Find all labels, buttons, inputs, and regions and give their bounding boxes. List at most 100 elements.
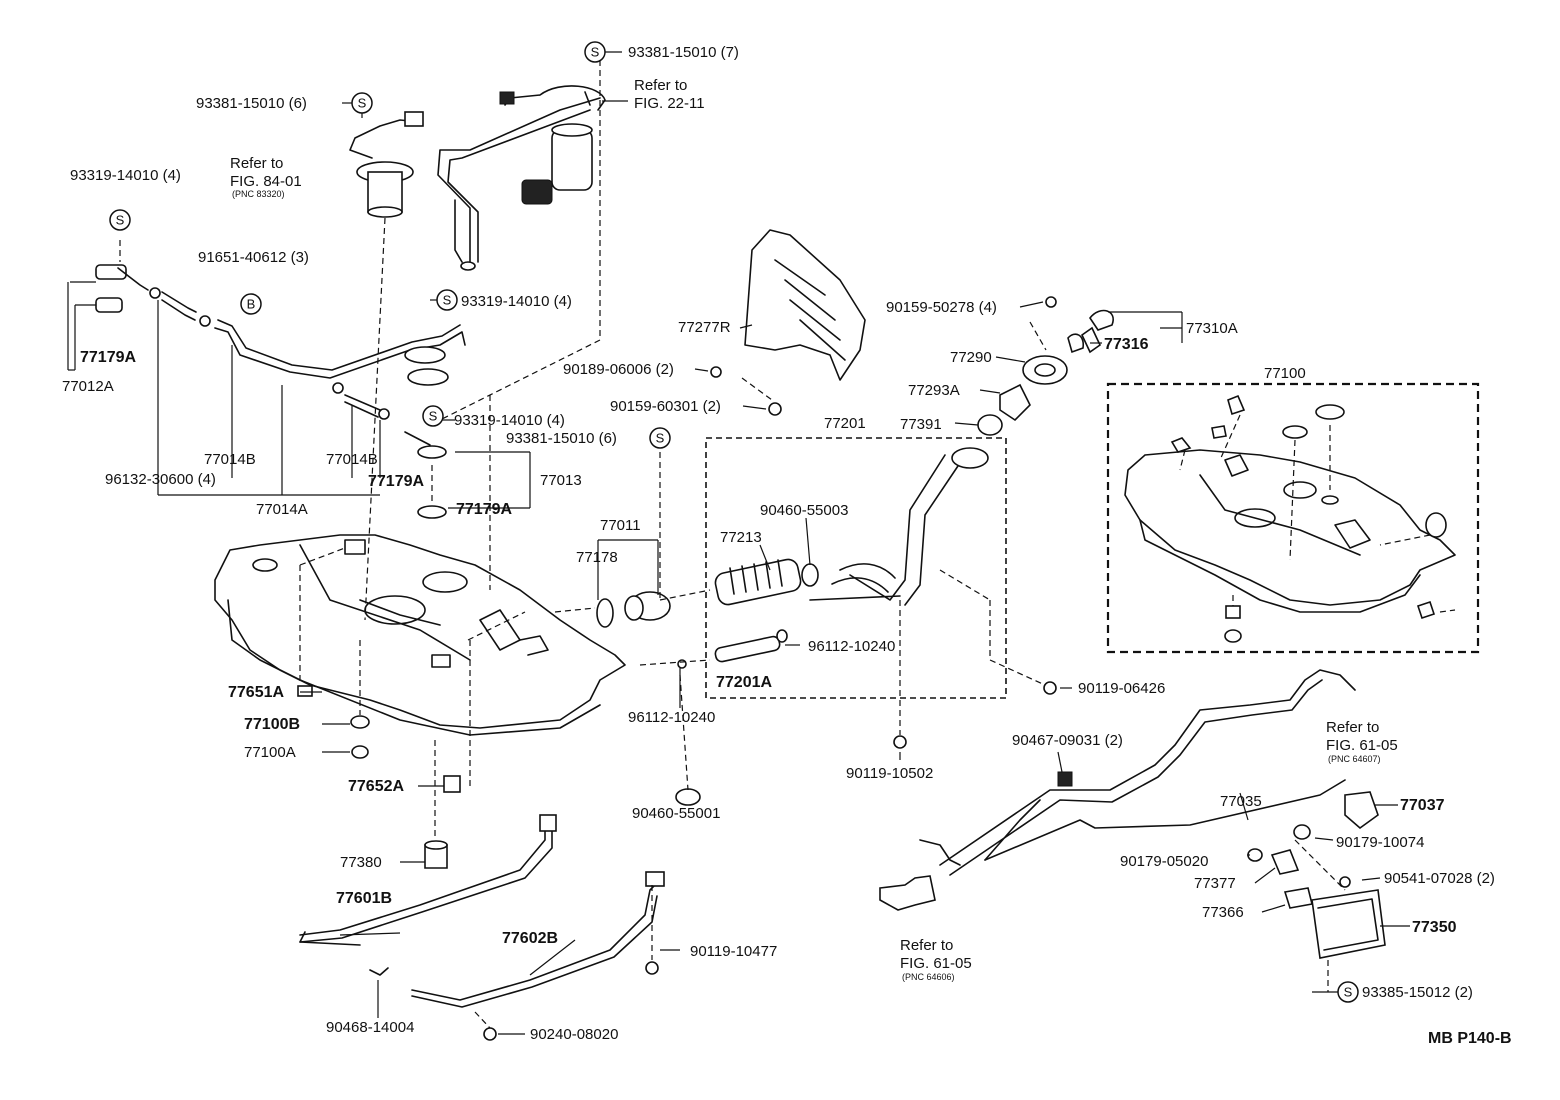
label-90179-05020: 90179-05020 xyxy=(1120,853,1208,870)
s-symbol-icon xyxy=(351,92,373,114)
label-90159-50278: 90159-50278 (4) xyxy=(886,299,997,316)
label-77277R: 77277R xyxy=(678,319,731,336)
part-labels: 93381-15010 (7) Refer to FIG. 22-11 9338… xyxy=(62,44,1512,1047)
label-90119-10477: 90119-10477 xyxy=(690,943,777,960)
refer-fig-84-01-pnc: (PNC 83320) xyxy=(232,189,285,199)
label-77100B: 77100B xyxy=(244,716,300,733)
label-90541-07028: 90541-07028 (2) xyxy=(1384,870,1495,887)
label-93385-15012: 93385-15012 (2) xyxy=(1362,984,1473,1001)
label-77652A: 77652A xyxy=(348,778,404,795)
label-77290: 77290 xyxy=(950,349,992,366)
filler-pipe-assembly xyxy=(714,447,989,663)
label-77201A: 77201A xyxy=(716,674,772,691)
label-93381-15010-7: 93381-15010 (7) xyxy=(628,44,739,61)
b-symbol-icon xyxy=(240,293,262,315)
refer-fig-61-05-line2: FIG. 61-05 xyxy=(1326,737,1398,754)
label-90179-10074: 90179-10074 xyxy=(1336,834,1424,851)
label-90240-08020: 90240-08020 xyxy=(530,1026,618,1043)
label-77350: 77350 xyxy=(1412,919,1457,936)
label-77011: 77011 xyxy=(600,517,641,534)
fuel-pump-assembly xyxy=(437,85,606,271)
label-77601B: 77601B xyxy=(336,890,392,907)
label-77013: 77013 xyxy=(540,472,582,489)
label-90159-60301: 90159-60301 (2) xyxy=(610,398,721,415)
label-77014A: 77014A xyxy=(256,501,308,518)
fuel-tank-main xyxy=(214,534,626,736)
label-90460-55003: 90460-55003 xyxy=(760,502,848,519)
s-symbol-icon xyxy=(422,405,444,427)
fuel-tank-bands xyxy=(299,814,665,1008)
label-90468-14004: 90468-14004 xyxy=(326,1019,414,1036)
label-90119-10502: 90119-10502 xyxy=(846,765,933,782)
label-93381-15010-6-low: 93381-15010 (6) xyxy=(506,430,617,447)
label-77602B: 77602B xyxy=(502,930,558,947)
s-symbol-letter: S xyxy=(443,293,452,308)
refer-fig-61-05b-line1: Refer to xyxy=(900,937,953,954)
label-77100A: 77100A xyxy=(244,744,296,761)
refer-fig-22-11-line2: FIG. 22-11 xyxy=(634,95,705,112)
s-symbol-icon xyxy=(584,41,606,63)
fasteners xyxy=(297,296,1057,1041)
label-90189-06006: 90189-06006 (2) xyxy=(563,361,674,378)
label-77213: 77213 xyxy=(720,529,762,546)
refer-fig-61-05-line1: Refer to xyxy=(1326,719,1379,736)
label-93319-14010-low: 93319-14010 (4) xyxy=(454,412,565,429)
symbol-markers: S S S B S S S S xyxy=(109,41,1359,1003)
label-90460-55001: 90460-55001 xyxy=(632,805,720,822)
refer-fig-84-01-line1: Refer to xyxy=(230,155,283,172)
b-symbol-letter: B xyxy=(247,297,256,312)
label-77179A-bottom: 77179A xyxy=(456,501,512,518)
label-93319-14010-left: 93319-14010 (4) xyxy=(70,167,181,184)
label-96132-30600: 96132-30600 (4) xyxy=(105,471,216,488)
label-77014B-b: 77014B xyxy=(326,451,378,468)
label-77100: 77100 xyxy=(1264,365,1306,382)
fuel-tube-assembly xyxy=(95,264,466,519)
fuel-lid-opener xyxy=(879,669,1386,959)
label-77391: 77391 xyxy=(900,416,942,433)
s-symbol-letter: S xyxy=(116,213,125,228)
refer-fig-22-11-line1: Refer to xyxy=(634,77,687,94)
label-77179A-left: 77179A xyxy=(80,349,136,366)
label-77293A: 77293A xyxy=(908,382,960,399)
refer-fig-61-05b-pnc: (PNC 64606) xyxy=(902,972,955,982)
label-96112-10240-a: 96112-10240 xyxy=(808,638,895,655)
label-77366: 77366 xyxy=(1202,904,1244,921)
refer-fig-84-01-line2: FIG. 84-01 xyxy=(230,173,302,190)
label-77201: 77201 xyxy=(824,415,866,432)
label-77377: 77377 xyxy=(1194,875,1236,892)
label-90119-06426: 90119-06426 xyxy=(1078,680,1165,697)
label-77310A: 77310A xyxy=(1186,320,1238,337)
s-symbol-icon xyxy=(109,209,131,231)
label-77012A: 77012A xyxy=(62,378,114,395)
s-symbol-letter: S xyxy=(656,431,665,446)
filler-neck-parts xyxy=(977,309,1114,436)
alignment-lines xyxy=(119,60,1480,1029)
label-77651A: 77651A xyxy=(228,684,284,701)
label-77014B-a: 77014B xyxy=(204,451,256,468)
label-77178: 77178 xyxy=(576,549,618,566)
label-96112-10240-b: 96112-10240 xyxy=(628,709,715,726)
s-symbol-icon xyxy=(649,427,671,449)
refer-fig-61-05b-line2: FIG. 61-05 xyxy=(900,955,972,972)
label-77316: 77316 xyxy=(1104,336,1149,353)
s-symbol-letter: S xyxy=(429,409,438,424)
label-77035: 77035 xyxy=(1220,793,1262,810)
leader-lines xyxy=(67,51,1410,1035)
label-93319-14010-mid: 93319-14010 (4) xyxy=(461,293,572,310)
s-symbol-icon xyxy=(1337,981,1359,1003)
label-91651-40612: 91651-40612 (3) xyxy=(198,249,309,266)
label-77179A-mid: 77179A xyxy=(368,473,424,490)
heat-insulator xyxy=(744,229,866,381)
label-90467-09031: 90467-09031 (2) xyxy=(1012,732,1123,749)
label-77380: 77380 xyxy=(340,854,382,871)
diagram-code: MB P140-B xyxy=(1428,1030,1512,1047)
refer-fig-61-05-pnc: (PNC 64607) xyxy=(1328,754,1381,764)
s-symbol-icon xyxy=(436,289,458,311)
s-symbol-letter: S xyxy=(1344,985,1353,1000)
fuel-tank-subassy xyxy=(1124,394,1456,643)
fuel-sender-gauge xyxy=(349,111,424,218)
s-symbol-letter: S xyxy=(591,45,600,60)
label-77037: 77037 xyxy=(1400,797,1445,814)
